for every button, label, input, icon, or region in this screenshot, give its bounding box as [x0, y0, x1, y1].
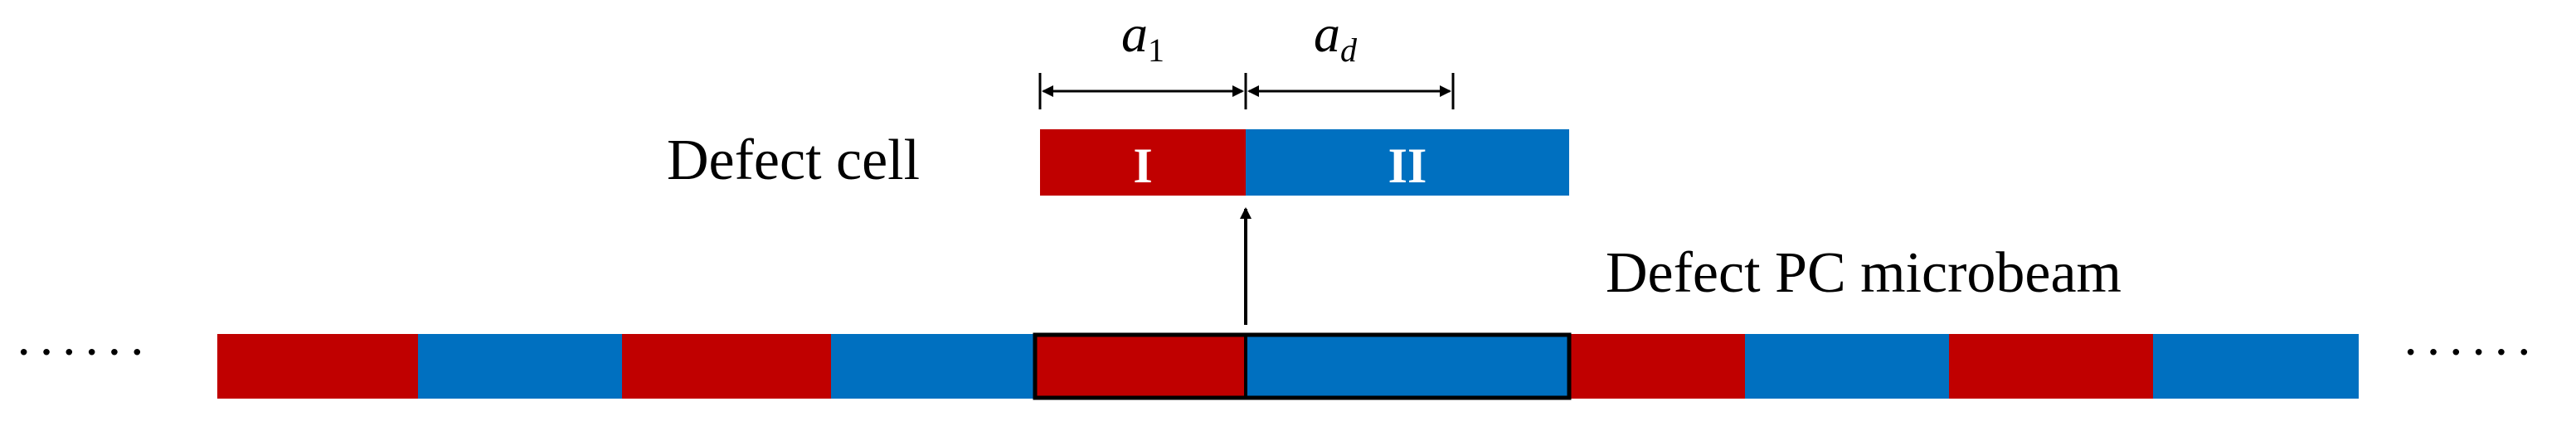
microbeam-segment-10 — [2153, 334, 2359, 399]
defect-microbeam-label: Defect PC microbeam — [1606, 241, 2122, 305]
dimension-a1-main: a — [1121, 4, 1148, 63]
microbeam-segment-9 — [1949, 334, 2153, 399]
ellipsis-right: ······ — [2402, 322, 2538, 381]
microbeam-segment-6 — [1246, 334, 1569, 399]
dimension-ad-sub: d — [1340, 31, 1358, 69]
microbeam-segment-7 — [1569, 334, 1745, 399]
microbeam — [217, 334, 2359, 399]
segment-1-label: I — [1133, 138, 1152, 193]
dimension-lines — [1038, 73, 1455, 109]
defect-cell-label: Defect cell — [667, 128, 920, 192]
dimension-label-ad: ad — [1314, 4, 1358, 69]
defect-cell-outline — [1033, 332, 1572, 400]
ellipsis-left: ······ — [15, 322, 151, 381]
defect-cell-segment-1 — [1040, 129, 1246, 196]
microbeam-segment-3 — [622, 334, 831, 399]
microbeam-segment-1 — [217, 334, 418, 399]
microbeam-segment-2 — [418, 334, 622, 399]
segment-2-label: II — [1388, 138, 1427, 193]
microbeam-segment-4 — [831, 334, 1035, 399]
microbeam-segment-8 — [1745, 334, 1949, 399]
microbeam-segment-5 — [1035, 334, 1246, 399]
defect-cell: I II — [1040, 129, 1569, 196]
dimension-ad-main: a — [1314, 4, 1340, 63]
dimension-label-a1: a1 — [1121, 4, 1164, 69]
dimension-a1-sub: 1 — [1148, 31, 1164, 69]
defect-cell-segment-2 — [1246, 129, 1569, 196]
